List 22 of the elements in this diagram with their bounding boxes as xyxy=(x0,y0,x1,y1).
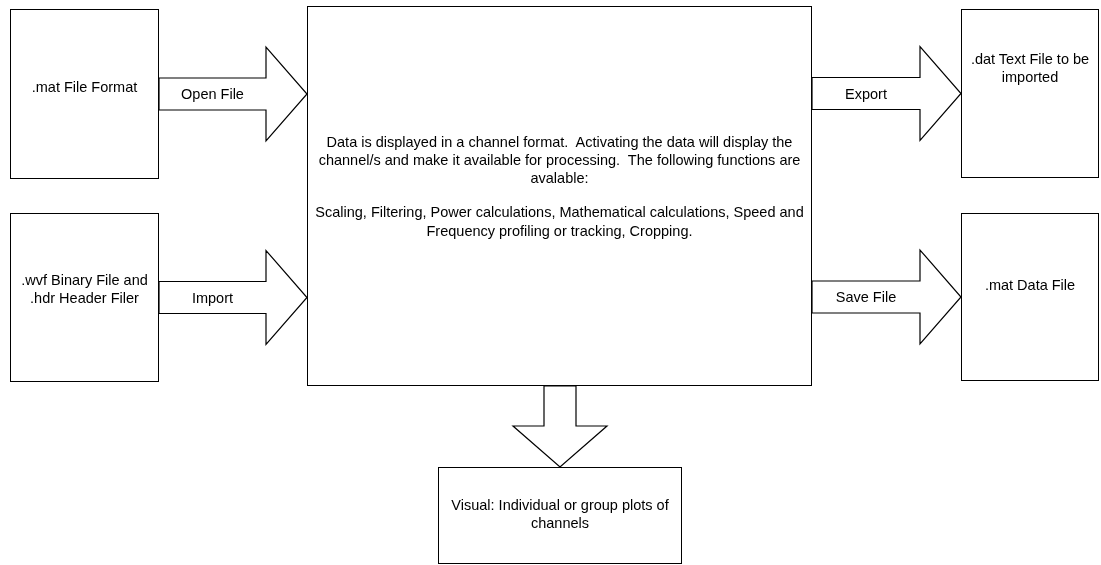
process-box xyxy=(438,467,682,564)
box-text: .dat Text File to be imported xyxy=(969,50,1091,87)
process-box xyxy=(961,9,1099,178)
block-arrow xyxy=(158,248,308,347)
box-text: Scaling, Filtering, Power calculations, Mathematical calculations, Speed and Frequency profiling or tracking, Cropping. xyxy=(314,203,805,240)
block-arrow xyxy=(811,248,962,346)
edge-label: Save File xyxy=(835,289,897,305)
block-arrow xyxy=(811,44,962,143)
process-box xyxy=(307,6,812,386)
edge-label: Import xyxy=(191,289,234,306)
box-text: .mat Data File xyxy=(984,276,1076,295)
block-arrow xyxy=(511,385,609,468)
box-text: Data is displayed in a channel format. Activating the data will display the channel/s and make it available for processing. The following functions are avalable: xyxy=(317,133,802,188)
block-arrow xyxy=(158,45,308,143)
box-text: Visual: Individual or group plots of channels xyxy=(450,496,670,533)
box-text: .mat File Format xyxy=(31,78,138,97)
process-box xyxy=(10,213,159,382)
process-box xyxy=(961,213,1099,381)
edge-label: Export xyxy=(845,85,887,102)
process-box xyxy=(10,9,159,179)
box-text: .wvf Binary File and .hdr Header Filer xyxy=(20,271,149,308)
edge-label: Open File xyxy=(181,86,244,102)
